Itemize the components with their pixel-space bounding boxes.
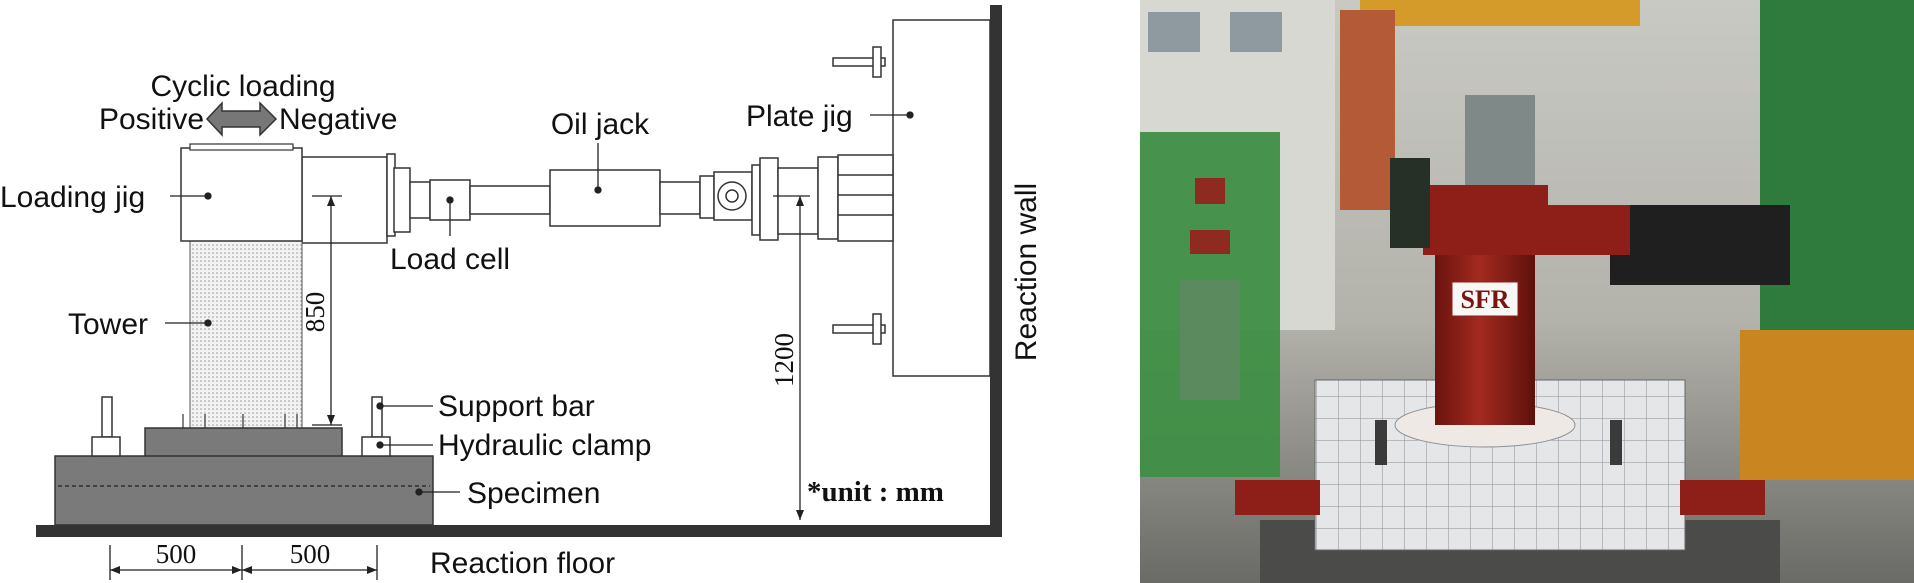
dimension-850: 850	[300, 292, 330, 333]
window-2	[1230, 12, 1282, 52]
cyclic-loading-title: Cyclic loading	[150, 70, 335, 103]
tower-drawing	[189, 237, 303, 431]
dimension-arrowheads	[110, 196, 804, 574]
actuator-block	[1610, 205, 1790, 285]
plate-jig-label: Plate jig	[746, 100, 853, 133]
reaction-wall-slab	[990, 5, 1002, 537]
brick-column	[1340, 10, 1395, 210]
loading-arm	[1535, 205, 1630, 255]
support-bar-label: Support bar	[438, 390, 595, 423]
person-silhouette	[1390, 158, 1430, 248]
positive-direction-label: Positive	[99, 103, 204, 136]
reaction-wall-label: Reaction wall	[1010, 183, 1043, 361]
hydraulic-jack-right	[1680, 480, 1765, 515]
dimension-500-left: 500	[156, 539, 197, 569]
rust-patch-2	[1190, 230, 1230, 254]
window-1	[1148, 12, 1200, 52]
specimen-drawing	[54, 427, 434, 526]
sfr-label-box	[1451, 281, 1519, 317]
specimen-label: Specimen	[467, 477, 600, 510]
support-bar-drawing	[91, 396, 391, 457]
cyclic-loading-arrow	[205, 101, 278, 137]
load-cell-label: Load cell	[390, 243, 510, 276]
dimension-lines	[109, 195, 810, 580]
reaction-floor-label: Reaction floor	[430, 547, 615, 580]
leader-lines	[165, 111, 914, 496]
rust-patch-1	[1195, 178, 1225, 204]
tower-label: Tower	[68, 308, 148, 341]
yellow-frame-right	[1740, 330, 1914, 480]
sfr-label: SFR	[1460, 285, 1509, 314]
green-jig-inner	[1180, 280, 1240, 400]
column-collar	[1423, 185, 1548, 255]
clamp-bolt-right	[1610, 420, 1622, 465]
dimension-500-right: 500	[290, 539, 331, 569]
oil-jack-label: Oil jack	[551, 108, 650, 141]
green-reaction-frame	[1760, 0, 1914, 360]
hydraulic-jack-left	[1235, 480, 1320, 515]
loading-jig-label: Loading jig	[0, 181, 145, 214]
unit-note: *unit : mm	[807, 476, 944, 508]
plate-jig-drawing	[832, 19, 991, 377]
loading-jig-cap	[189, 143, 294, 151]
dimension-1200: 1200	[769, 333, 799, 387]
overhead-crane	[1360, 0, 1640, 26]
actuator-assembly	[301, 153, 894, 244]
test-setup-photo: SFR	[1140, 0, 1914, 583]
hydraulic-clamp-label: Hydraulic clamp	[438, 429, 651, 462]
reaction-floor-slab	[36, 525, 1002, 537]
loading-jig-drawing	[180, 147, 303, 242]
anchor-bolts	[182, 414, 298, 428]
negative-direction-label: Negative	[279, 103, 397, 136]
test-setup-schematic: Cyclic loading Positive Negative Loading…	[0, 5, 1043, 580]
clamp-bolt-left	[1375, 420, 1387, 465]
